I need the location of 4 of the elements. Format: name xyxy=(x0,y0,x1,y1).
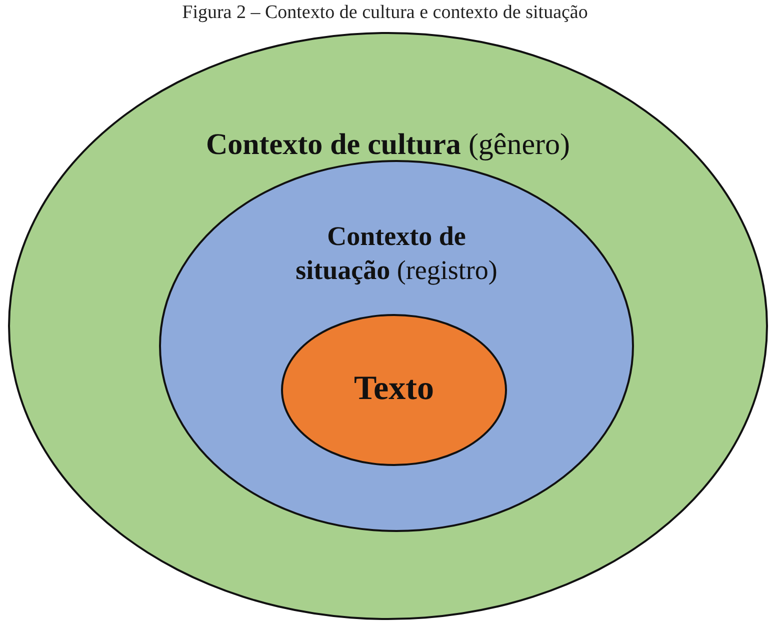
ellipse-label: Texto xyxy=(354,369,434,409)
ellipse-label: Contexto de cultura (gênero) xyxy=(206,127,570,163)
ellipse-label: Contexto de situação (registro) xyxy=(294,220,498,287)
figure-title: Figura 2 – Contexto de cultura e contexto de situação xyxy=(181,2,589,24)
